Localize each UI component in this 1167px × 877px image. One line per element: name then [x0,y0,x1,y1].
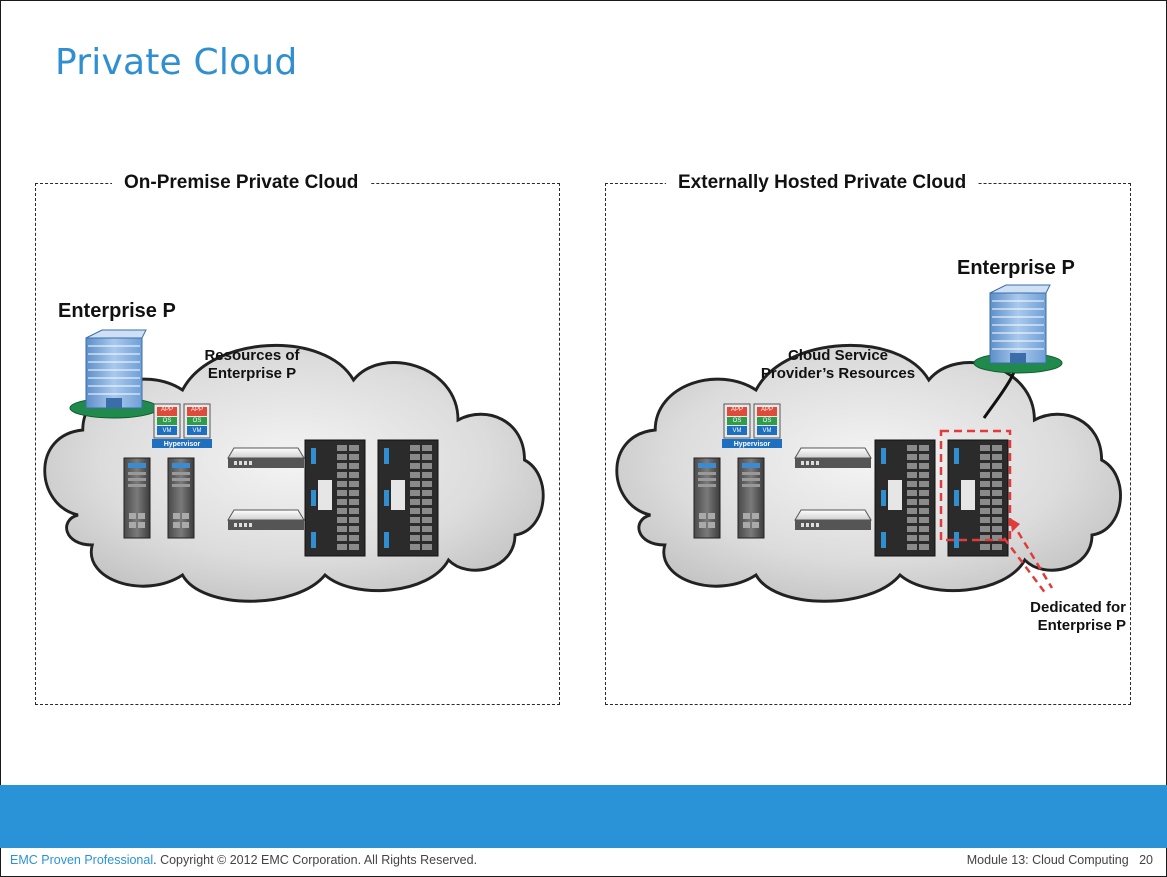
dedicated-label-line2: Enterprise P [1037,617,1126,634]
right-cloud [615,343,1123,603]
left-switch-icon-2 [227,509,305,531]
left-building-icon [69,329,159,419]
page-number: 20 [1139,853,1153,867]
right-server-icon-2 [737,457,765,539]
on-premise-panel: On-Premise Private Cloud [35,170,560,705]
footer-copyright-text: . Copyright © 2012 EMC Corporation. All … [153,853,478,867]
right-switch-icon-2 [794,509,872,531]
on-premise-panel-title: On-Premise Private Cloud [112,170,371,196]
footer-band [0,785,1167,848]
footer-module: Module 13: Cloud Computing 20 [967,853,1153,867]
externally-hosted-panel: Externally Hosted Private Cloud [605,170,1131,705]
left-storage-icon-2 [377,439,439,557]
dedicated-arrow [1010,521,1054,589]
dedicated-highlight-box [939,429,1012,542]
right-switch-icon [794,447,872,469]
footer-copyright: EMC Proven Professional. Copyright © 201… [10,853,477,867]
right-server-icon [693,457,721,539]
footer-module-name: Module 13: Cloud Computing [966,853,1129,867]
left-resources-label-line1: Resources of [204,347,300,364]
left-switch-icon [227,447,305,469]
right-resources-label-line1: Cloud Service [787,347,889,364]
dedicated-label: Dedicated for Enterprise P [1010,599,1126,635]
left-server-icon-2 [167,457,195,539]
footer-brand: EMC Proven Professional [10,853,154,867]
left-storage-icon [304,439,366,557]
left-resources-label: Resources of Enterprise P [196,347,308,383]
diagram-artwork [43,284,1123,603]
externally-hosted-panel-title: Externally Hosted Private Cloud [666,170,979,196]
dedicated-arrowhead [1010,518,1020,532]
dedicated-label-line1: Dedicated for [1030,599,1126,616]
right-enterprise-label: Enterprise P [957,257,1075,279]
dedicated-storage-icon [947,439,1009,557]
right-building-icon [973,284,1063,374]
slide-title: Private Cloud [55,42,298,83]
right-storage-icon [874,439,936,557]
left-server-icon [123,457,151,539]
left-enterprise-label: Enterprise P [58,300,176,322]
left-resources-label-line2: Enterprise P [207,365,297,382]
right-resources-label-line2: Provider’s Resources [760,365,916,382]
right-resources-label: Cloud Service Provider’s Resources [758,347,918,383]
